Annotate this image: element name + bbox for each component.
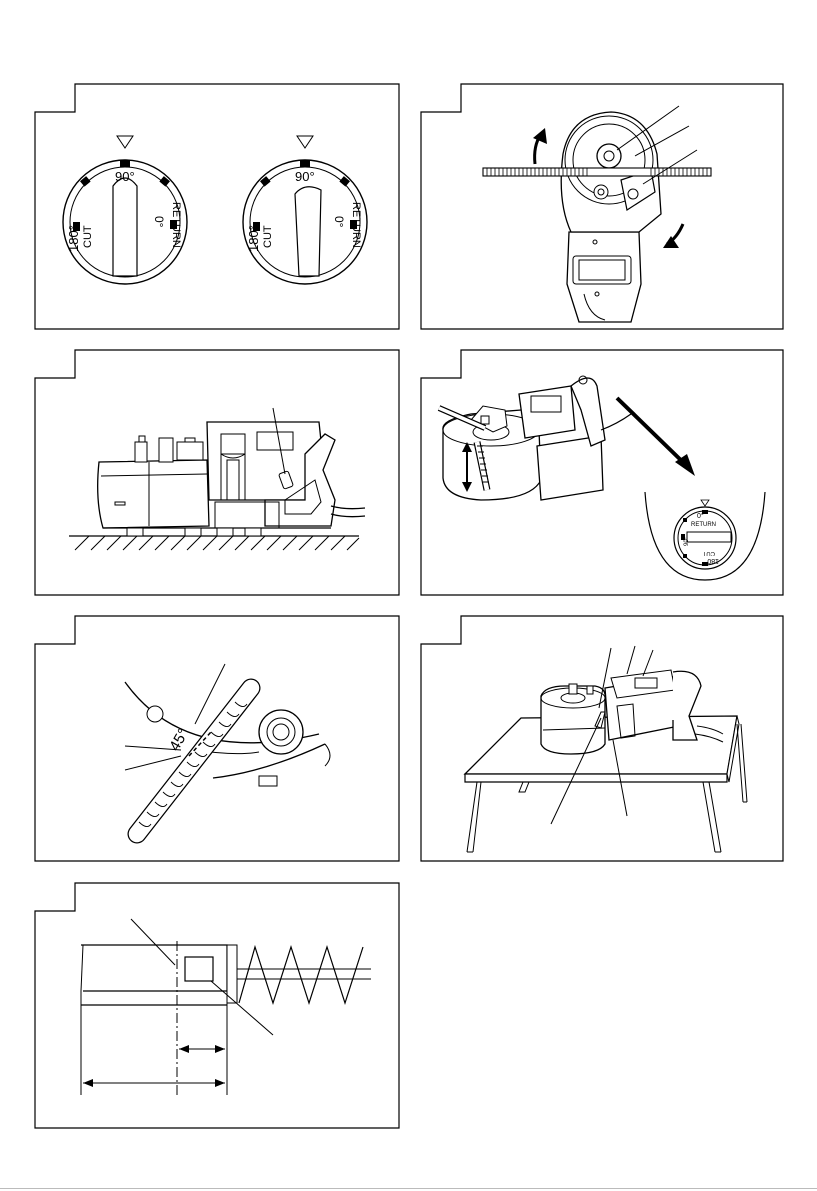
- figure-panel-tool-side-view: [35, 350, 399, 595]
- figure-panel-dimensions: [35, 883, 399, 1128]
- small-dial-label-return: RETURN: [691, 522, 716, 528]
- panel-frame: [421, 84, 783, 329]
- dial-label-return: RETURN: [350, 202, 361, 248]
- panel-frame: [421, 350, 783, 595]
- dial-label-180: 180°: [247, 225, 260, 252]
- page-bottom-rule: [0, 1188, 817, 1189]
- triangle-pointer-icon: [701, 500, 709, 506]
- figure-panel-dials: 90° 180° CUT 0° RETURN 90° 180° CUT 0° R…: [35, 84, 399, 329]
- panel-frame: [421, 616, 783, 861]
- dial-label-cut: CUT: [83, 225, 94, 248]
- dial-label-cut: CUT: [263, 225, 274, 248]
- small-dial-label-180: 180°: [705, 557, 719, 564]
- selector-dial-left: 90° 180° CUT 0° RETURN: [61, 136, 191, 286]
- dial-label-0: 0°: [333, 216, 345, 227]
- panel-frame: [35, 616, 399, 861]
- dial-label-return: RETURN: [170, 202, 181, 248]
- dial-label-90: 90°: [295, 170, 315, 183]
- figure-panel-tool-perspective: 0° RETURN 90° 180° CUT: [421, 350, 783, 595]
- dial-label-180: 180°: [67, 225, 80, 252]
- triangle-pointer-icon: [297, 136, 313, 148]
- figure-panel-angle-bend: 45°: [35, 616, 399, 861]
- dial-label-90: 90°: [115, 170, 135, 183]
- triangle-pointer-icon: [117, 136, 133, 148]
- small-dial-label-cut: CUT: [703, 550, 715, 556]
- selector-dial-right: 90° 180° CUT 0° RETURN: [241, 136, 371, 286]
- small-dial-label-0: 0°: [697, 513, 704, 520]
- figure-panel-rebar-bending: [421, 84, 783, 329]
- dial-label-0: 0°: [153, 216, 165, 227]
- small-dial-label-90: 90°: [684, 537, 690, 546]
- figure-panel-workbench: [421, 616, 783, 861]
- panel-frame: [35, 350, 399, 595]
- panel-frame: [35, 883, 399, 1128]
